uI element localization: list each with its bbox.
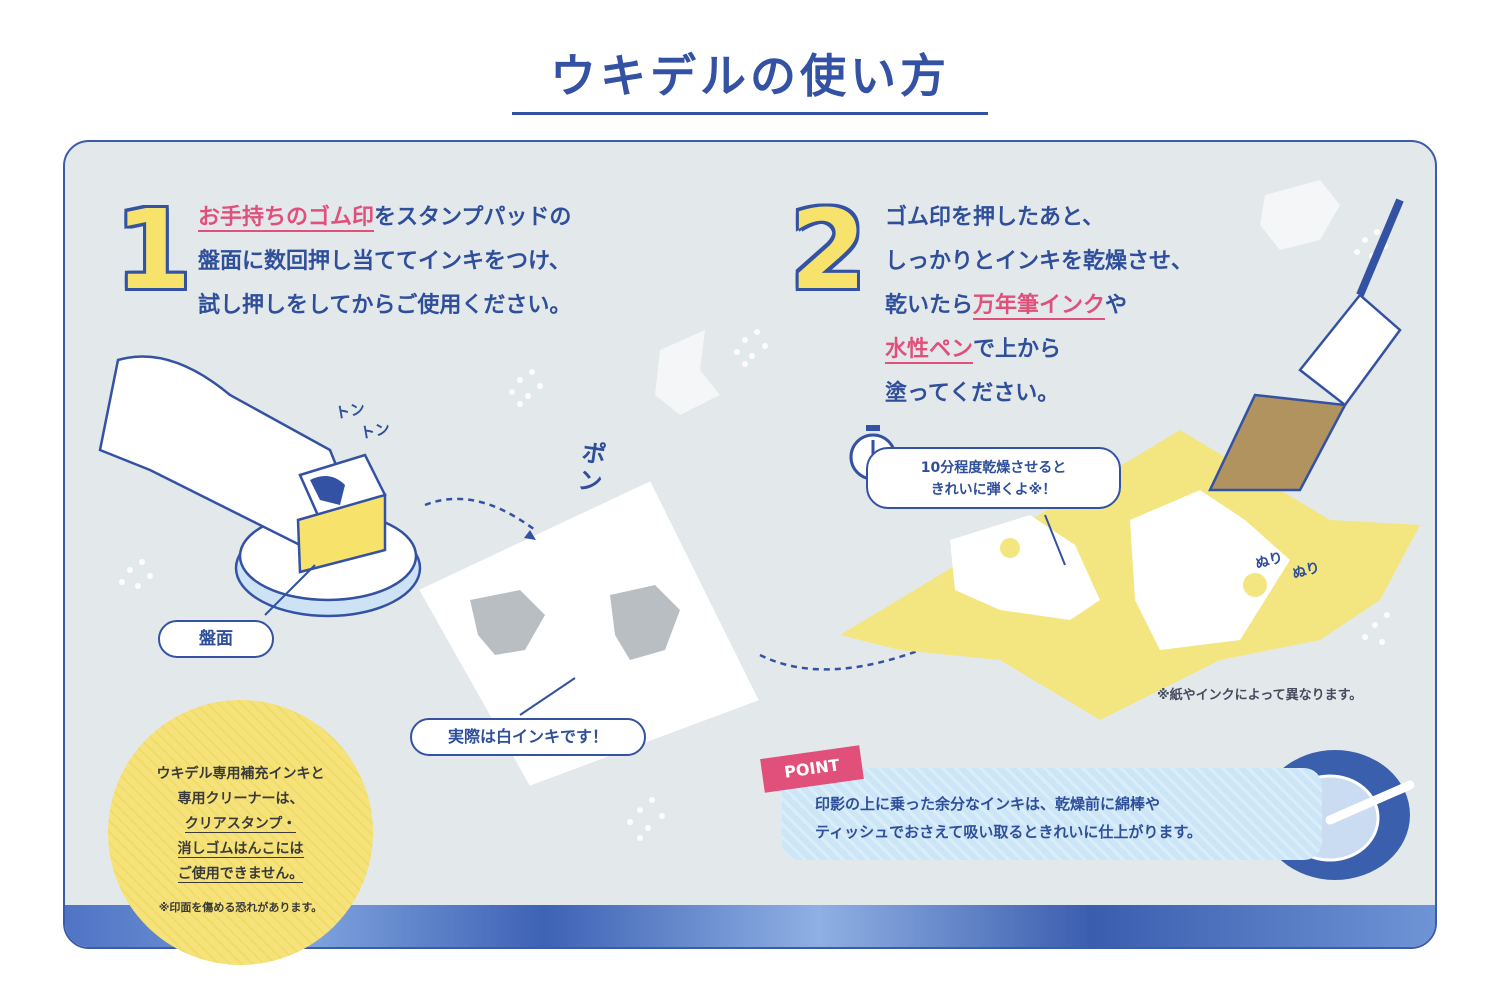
step-2-number: 2 bbox=[790, 186, 867, 314]
page-title: ウキデルの使い方 bbox=[550, 49, 950, 103]
banmen-label: 盤面 bbox=[158, 620, 274, 658]
white-ink-label: 実際は白インキです！ bbox=[410, 718, 646, 756]
title-underline bbox=[512, 112, 988, 115]
point-text: 印影の上に乗った余分なインキは、乾燥前に綿棒や ティッシュでおさえて吸い取るとき… bbox=[815, 795, 1202, 841]
caution-text: ウキデル専用補充インキと 専用クリーナーは、 クリアスタンプ・ 消しゴムはんこに… bbox=[156, 766, 325, 914]
highlight-water-pen: 水性ペン bbox=[885, 337, 974, 364]
dashed-arrow-icon bbox=[424, 497, 536, 532]
yellow-paint-illustration bbox=[840, 430, 1420, 720]
point-box bbox=[782, 768, 1322, 860]
stamped-paper-illustration bbox=[419, 481, 759, 786]
highlight-rubber-stamp: お手持ちのゴム印 bbox=[198, 205, 375, 232]
step-1-number: 1 bbox=[115, 186, 192, 314]
bird-icon bbox=[655, 180, 1340, 415]
step-1-text: お手持ちのゴム印をスタンプパッドの 盤面に数回押し当ててインキをつけ、 試し押し… bbox=[198, 205, 572, 318]
dot-cluster-icon bbox=[119, 229, 1390, 841]
paper-note: ※紙やインクによって異なります。 bbox=[1157, 688, 1363, 703]
hand-stamp-illustration bbox=[98, 355, 422, 618]
highlight-fountain-ink: 万年筆インク bbox=[973, 293, 1106, 320]
step-2-text: ゴム印を押したあと、 しっかりとインキを乾燥させ、 乾いたら万年筆インクや 水性… bbox=[885, 205, 1194, 406]
caution-circle bbox=[108, 700, 373, 965]
paintbrush-icon bbox=[1208, 198, 1404, 492]
dry-time-bubble: 10分程度乾燥させると きれいに弾くよ※！ bbox=[866, 447, 1121, 509]
